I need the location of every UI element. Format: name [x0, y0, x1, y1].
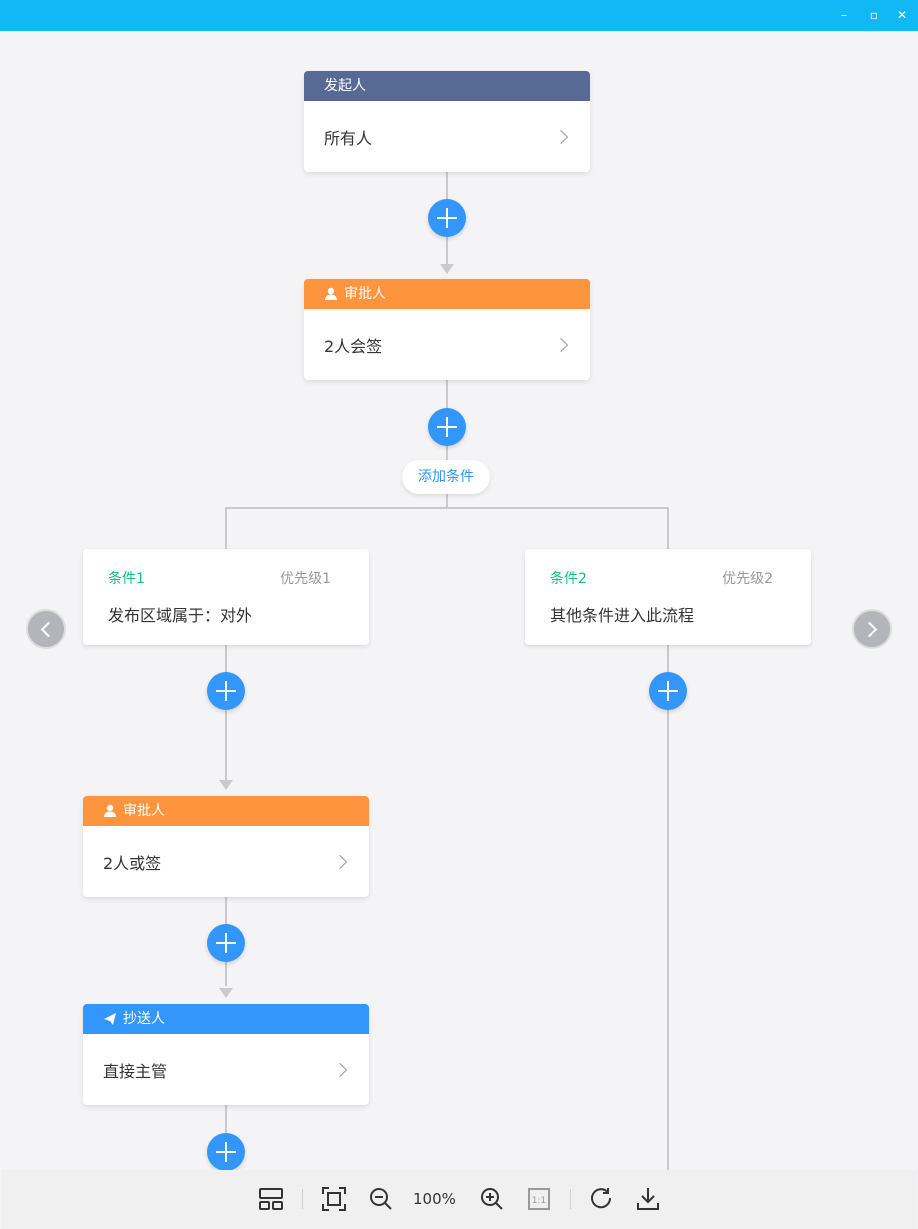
- send-icon: [104, 1013, 116, 1025]
- node-title: 审批人: [123, 803, 165, 819]
- node-content: 2人会签: [324, 336, 383, 356]
- approver-node[interactable]: 审批人 2人或签: [83, 796, 369, 897]
- chevron-left-icon: [40, 621, 57, 638]
- add-node-button[interactable]: [207, 1133, 245, 1170]
- connector: [225, 645, 227, 780]
- scroll-left-button[interactable]: [26, 609, 66, 649]
- zoom-in-icon[interactable]: [479, 1186, 505, 1212]
- condition-node[interactable]: 条件1 优先级1 发布区域属于：对外: [83, 549, 369, 645]
- user-icon: [104, 804, 116, 817]
- connector: [667, 645, 669, 1170]
- condition-title: 条件1: [108, 571, 145, 587]
- bottom-toolbar: 100% 1:1: [1, 1170, 917, 1229]
- user-icon: [325, 287, 337, 300]
- connector: [667, 507, 669, 549]
- cc-node[interactable]: 抄送人 直接主管: [83, 1004, 369, 1105]
- node-content: 所有人: [324, 128, 373, 148]
- add-node-button[interactable]: [428, 408, 466, 446]
- layout-icon[interactable]: [258, 1186, 284, 1212]
- condition-node[interactable]: 条件2 优先级2 其他条件进入此流程: [525, 549, 811, 645]
- chevron-right-icon: [332, 854, 348, 869]
- condition-content: 发布区域属于：对外: [108, 606, 253, 625]
- close-button[interactable]: ✕: [896, 8, 908, 22]
- add-node-button[interactable]: [207, 672, 245, 710]
- add-condition-button[interactable]: 添加条件: [402, 460, 490, 494]
- maximize-button[interactable]: ▫: [869, 8, 879, 22]
- scroll-right-button[interactable]: [852, 609, 892, 649]
- zoom-level: 100%: [413, 1190, 456, 1208]
- node-title: 抄送人: [123, 1011, 165, 1027]
- add-node-button[interactable]: [207, 924, 245, 962]
- start-node[interactable]: 发起人 所有人: [304, 71, 590, 172]
- download-icon[interactable]: [635, 1186, 661, 1212]
- chevron-right-icon: [332, 1062, 348, 1077]
- add-node-button[interactable]: [649, 672, 687, 710]
- condition-content: 其他条件进入此流程: [550, 606, 695, 625]
- node-content: 直接主管: [103, 1061, 168, 1081]
- fit-screen-icon[interactable]: [321, 1186, 347, 1212]
- node-title: 审批人: [344, 286, 386, 302]
- arrow-icon: [219, 988, 233, 998]
- add-node-button[interactable]: [428, 199, 466, 237]
- condition-priority: 优先级1: [280, 571, 331, 587]
- approver-node[interactable]: 审批人 2人会签: [304, 279, 590, 380]
- condition-priority: 优先级2: [722, 571, 773, 587]
- chevron-right-icon: [553, 337, 569, 352]
- connector: [225, 507, 227, 549]
- divider: [570, 1189, 571, 1209]
- flow-canvas: 发起人 所有人 审批人 2人会签 添加条件 条件1 优先级1 发布区域属于：对外…: [0, 0, 918, 1170]
- divider: [302, 1189, 303, 1209]
- condition-title: 条件2: [550, 571, 587, 587]
- branch-connector: [225, 507, 669, 509]
- node-content: 2人或签: [103, 853, 162, 873]
- zoom-out-icon[interactable]: [368, 1186, 394, 1212]
- svg-text:1:1: 1:1: [532, 1196, 546, 1206]
- chevron-right-icon: [553, 129, 569, 144]
- actual-size-icon[interactable]: 1:1: [526, 1186, 552, 1212]
- redo-icon[interactable]: [589, 1186, 615, 1212]
- title-bar: – ▫ ✕: [0, 0, 918, 31]
- arrow-icon: [440, 264, 454, 274]
- arrow-icon: [219, 780, 233, 790]
- node-title: 发起人: [324, 78, 366, 94]
- chevron-right-icon: [861, 621, 878, 638]
- start-node-header: 发起人: [304, 71, 590, 101]
- minimize-button[interactable]: –: [841, 8, 847, 22]
